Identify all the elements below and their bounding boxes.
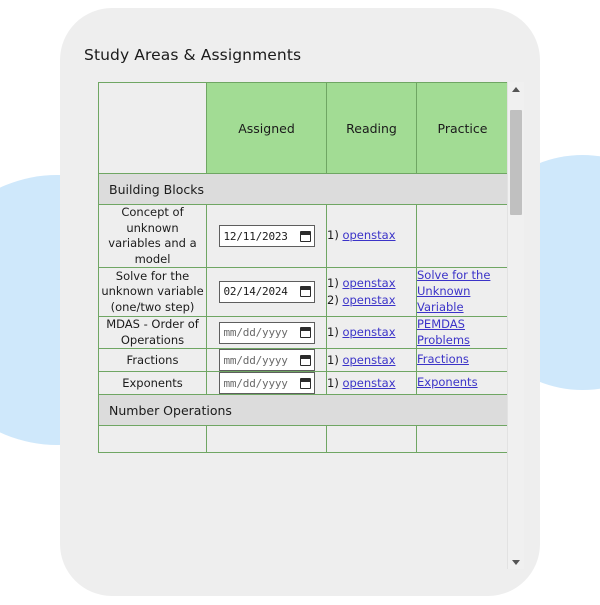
reading-cell: 1) openstax — [326, 203, 417, 269]
table-row — [98, 425, 508, 454]
practice-cell: Fractions — [416, 348, 508, 373]
row-label-cell: Concept of unknown variables and a model — [98, 203, 207, 269]
reading-index: 2) — [327, 292, 343, 307]
row-label-cell: Fractions — [98, 348, 207, 373]
header-cell-blank — [98, 82, 207, 174]
reading-link[interactable]: openstax — [342, 352, 396, 367]
header-cell-assigned: Assigned — [206, 82, 327, 174]
section-header-row: Building Blocks — [98, 173, 508, 205]
reading-cell: 1) openstax — [326, 315, 417, 350]
assigned-cell: 12/11/2023 — [206, 203, 327, 269]
row-cell — [416, 425, 508, 454]
scrollbar-thumb[interactable] — [510, 109, 522, 216]
reading-entry: 1) openstax — [327, 375, 416, 392]
assigned-date-input[interactable]: 12/11/2023 — [218, 225, 315, 248]
scroll-down-arrow-icon[interactable] — [508, 555, 524, 569]
table-row: Concept of unknown variables and a model… — [98, 203, 508, 269]
practice-cell: PEMDAS Problems — [416, 315, 508, 350]
row-label-cell: Solve for the unknown variable (one/two … — [98, 267, 207, 317]
triangle-up-icon — [512, 86, 520, 92]
table-row: MDAS - Order of Operations mm/dd/yyyy 1) o… — [98, 315, 508, 350]
vertical-scrollbar[interactable] — [507, 82, 524, 569]
row-label-cell: MDAS - Order of Operations — [98, 315, 207, 350]
practice-link[interactable]: PEMDAS Problems — [417, 316, 471, 347]
reading-entry: 1) openstax — [327, 275, 416, 292]
practice-cell: Solve for the Unknown Variable — [416, 267, 508, 317]
header-cell-practice: Practice — [416, 82, 508, 174]
table-row: Solve for the unknown variable (one/two … — [98, 267, 508, 317]
calendar-icon[interactable] — [299, 354, 311, 366]
assigned-cell: mm/dd/yyyy — [206, 371, 327, 396]
reading-link[interactable]: openstax — [342, 324, 396, 339]
reading-index: 1) — [327, 228, 343, 243]
date-value-text: 02/14/2024 — [223, 285, 288, 299]
section-header-label: Building Blocks — [98, 173, 508, 205]
date-value-text: 12/11/2023 — [223, 229, 288, 243]
practice-cell — [416, 203, 508, 269]
reading-link[interactable]: openstax — [342, 292, 396, 307]
reading-cell: 1) openstax — [326, 371, 417, 396]
assigned-cell: 02/14/2024 — [206, 267, 327, 317]
reading-index: 1) — [327, 324, 343, 339]
assigned-date-input[interactable]: mm/dd/yyyy — [218, 321, 315, 344]
reading-index: 1) — [327, 275, 343, 290]
calendar-icon[interactable] — [299, 377, 311, 389]
row-label-cell: Exponents — [98, 371, 207, 396]
calendar-icon[interactable] — [299, 327, 311, 338]
assigned-cell: mm/dd/yyyy — [206, 315, 327, 350]
reading-entry: 2) openstax — [327, 292, 416, 309]
assigned-date-input[interactable]: 02/14/2024 — [218, 280, 315, 303]
header-cell-reading: Reading — [326, 82, 417, 174]
reading-index: 1) — [327, 375, 343, 390]
section-header-row: Number Operations — [98, 394, 508, 427]
row-cell — [206, 425, 327, 454]
reading-entry: 1) openstax — [327, 227, 416, 244]
practice-link[interactable]: Exponents — [417, 375, 478, 390]
date-value-text: mm/dd/yyyy — [223, 353, 288, 367]
calendar-icon[interactable] — [299, 286, 311, 298]
scroll-up-arrow-icon[interactable] — [508, 82, 524, 96]
reading-link[interactable]: openstax — [342, 275, 396, 290]
assigned-date-input[interactable]: mm/dd/yyyy — [218, 372, 315, 395]
reading-link[interactable]: openstax — [342, 375, 396, 390]
calendar-icon[interactable] — [299, 230, 311, 242]
triangle-down-icon — [512, 559, 520, 565]
row-cell — [326, 425, 417, 454]
section-header-label: Number Operations — [98, 394, 508, 427]
assigned-cell: mm/dd/yyyy — [206, 348, 327, 373]
row-label-cell — [98, 425, 207, 454]
date-value-text: mm/dd/yyyy — [223, 326, 288, 339]
assigned-date-input[interactable]: mm/dd/yyyy — [218, 349, 315, 372]
practice-link[interactable]: Fractions — [417, 352, 469, 367]
reading-entry: 1) openstax — [327, 352, 416, 369]
reading-entry: 1) openstax — [327, 324, 416, 341]
page-title: Study Areas & Assignments — [84, 46, 302, 64]
reading-cell: 1) openstax — [326, 348, 417, 373]
practice-link[interactable]: Solve for the Unknown Variable — [417, 268, 491, 314]
reading-link[interactable]: openstax — [342, 228, 396, 243]
date-value-text: mm/dd/yyyy — [223, 376, 288, 390]
reading-index: 1) — [327, 352, 343, 367]
practice-cell: Exponents — [416, 371, 508, 396]
